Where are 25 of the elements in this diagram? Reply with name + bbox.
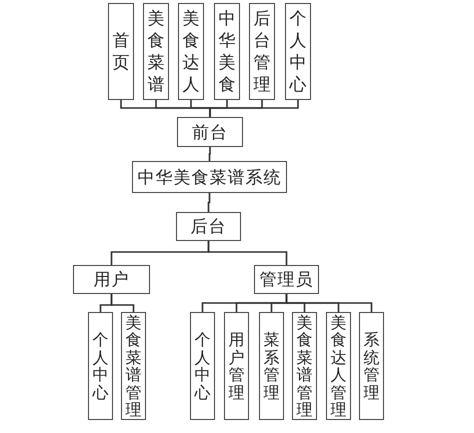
connector-line bbox=[286, 294, 372, 312]
function-box: 后台管理 bbox=[249, 3, 275, 100]
function-box: 美食菜谱管理 bbox=[121, 312, 146, 420]
connector-line bbox=[110, 294, 134, 312]
function-box: 个人中心 bbox=[190, 312, 215, 420]
system-box: 中华美食菜谱系统 bbox=[132, 161, 287, 193]
function-box: 美食达人管理 bbox=[326, 312, 351, 420]
function-box: 首页 bbox=[108, 3, 134, 100]
function-box: 系统管理 bbox=[359, 312, 384, 420]
connector-line bbox=[208, 147, 211, 161]
connector-line bbox=[208, 241, 288, 265]
connector-line bbox=[209, 100, 299, 117]
function-box: 中华美食 bbox=[214, 3, 240, 100]
module-box: 前台 bbox=[177, 117, 243, 147]
function-box: 菜系管理 bbox=[259, 312, 284, 420]
function-box: 用户管理 bbox=[224, 312, 249, 420]
function-box: 美食达人 bbox=[178, 3, 204, 100]
connector-line bbox=[208, 193, 210, 212]
role-box: 用户 bbox=[73, 265, 150, 294]
function-box: 个人中心 bbox=[285, 3, 311, 100]
module-box: 后台 bbox=[176, 212, 241, 241]
function-box: 美食菜谱 bbox=[143, 3, 169, 100]
role-box: 管理员 bbox=[254, 265, 319, 294]
function-box: 美食菜谱管理 bbox=[292, 312, 317, 420]
function-box: 个人中心 bbox=[88, 312, 113, 420]
